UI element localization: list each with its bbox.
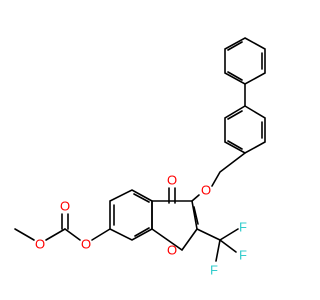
ether-oxygen-label: O [201,183,211,198]
methyl-bond [14,228,35,241]
ring-oxygen-label: O [167,243,177,258]
methoxy-oxygen-label: O [35,237,45,252]
aryl-ester-bond [91,228,111,241]
molecule-structure: O O O F F F O O O [14,37,266,278]
phenylene-ring [224,105,266,154]
ester-oxygen-label: O [81,237,91,252]
ketone-oxygen-label: O [167,173,177,188]
carbonate-double-bond [61,213,69,230]
methoxy-bond [45,228,66,241]
trifluoromethyl-group [196,228,239,262]
benzo-ring [109,189,153,241]
carbonyl-oxygen-label: O [60,199,70,214]
aryl-ether-bond [211,152,246,187]
ester-carbonyl-carbon-bond [64,228,81,241]
fluorine-bottom-label: F [210,263,218,278]
fluorine-top-label: F [239,220,247,235]
ether-c3-bond [191,194,200,202]
fluorine-right-label: F [239,248,247,263]
phenyl-ring [224,37,266,85]
